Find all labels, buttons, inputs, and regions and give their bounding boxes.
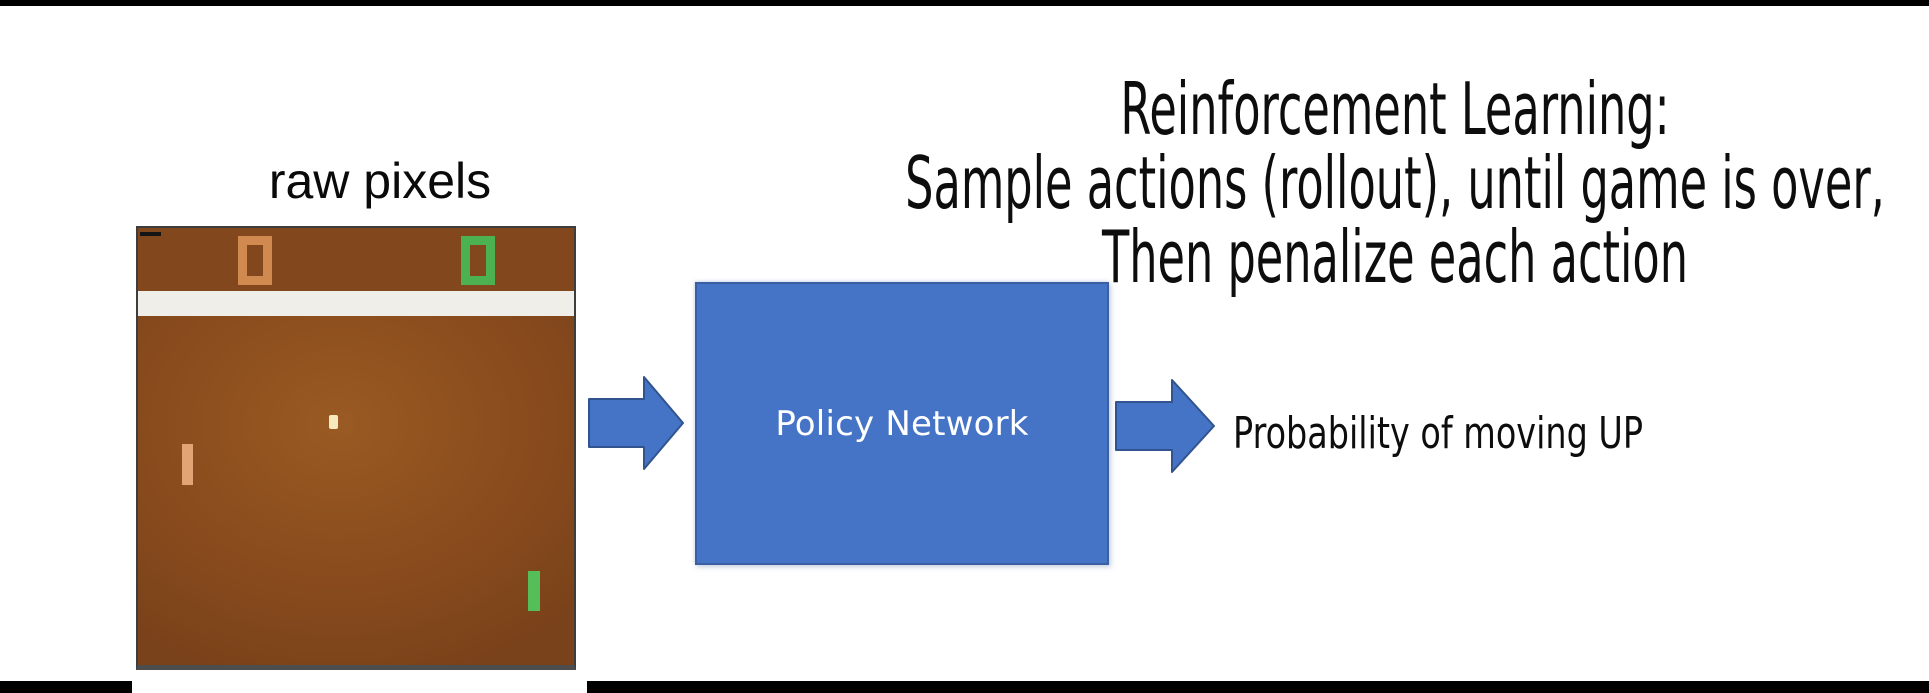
flow-arrow-icon bbox=[1115, 378, 1217, 478]
pong-ball bbox=[329, 415, 338, 429]
bottom-letterbox-bar-right bbox=[587, 681, 1929, 693]
pong-right-paddle bbox=[528, 571, 540, 611]
title-line-1: Reinforcement Learning: bbox=[1120, 67, 1670, 151]
pong-game-screenshot bbox=[136, 226, 576, 670]
pong-top-wall bbox=[138, 291, 574, 316]
pong-corner-mark bbox=[140, 232, 161, 236]
top-letterbox-bar bbox=[0, 0, 1929, 6]
pong-score-zone bbox=[138, 228, 574, 291]
policy-network-box: Policy Network bbox=[695, 282, 1109, 565]
pong-left-paddle bbox=[182, 444, 193, 485]
policy-network-label: Policy Network bbox=[775, 403, 1029, 444]
title-line-3: Then penalize each action bbox=[1101, 215, 1689, 299]
slide-title: Reinforcement Learning: Sample actions (… bbox=[899, 72, 1891, 294]
pong-left-score-zero bbox=[238, 236, 272, 285]
probability-output-label: Probability of moving UP bbox=[1233, 408, 1644, 459]
title-line-2: Sample actions (rollout), until game is … bbox=[905, 141, 1885, 225]
flow-arrow-icon bbox=[588, 374, 686, 476]
raw-pixels-label: raw pixels bbox=[268, 153, 492, 209]
bottom-letterbox-bar-left bbox=[0, 681, 132, 693]
pong-right-score-zero bbox=[461, 236, 495, 285]
